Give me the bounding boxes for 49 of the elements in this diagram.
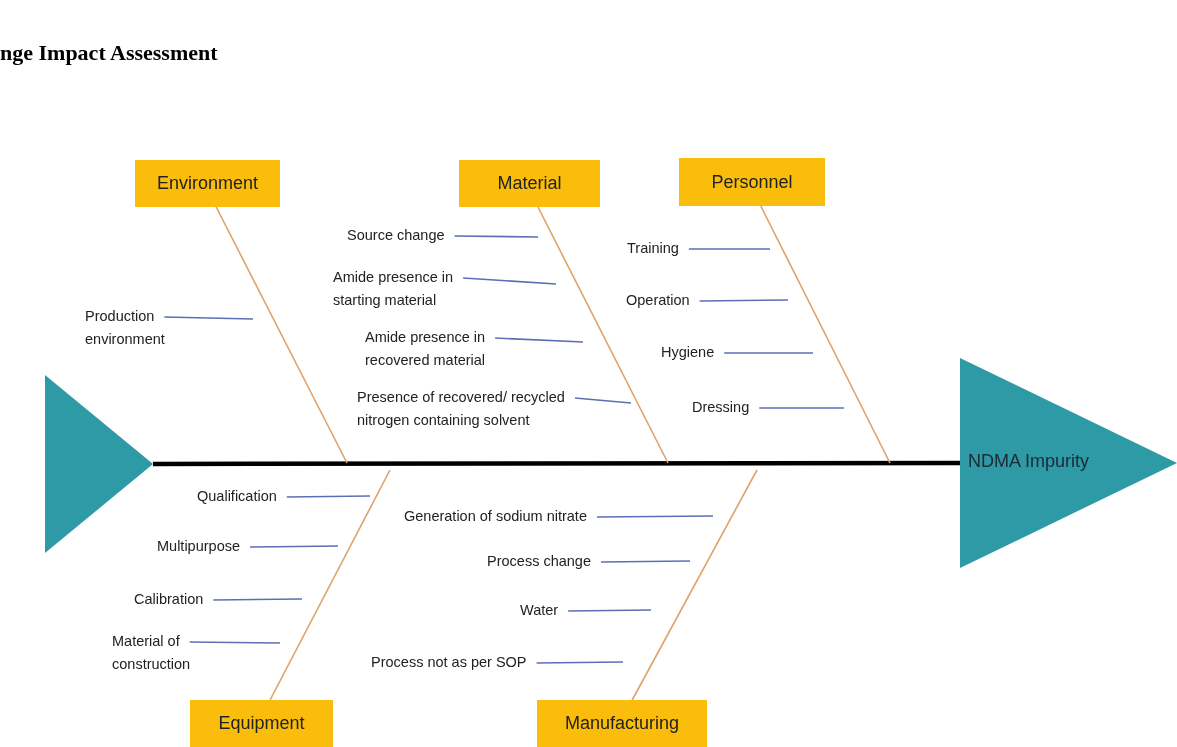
cause-label: Generation of sodium nitrate	[404, 505, 619, 528]
category-box: Material	[459, 160, 600, 207]
bone-line	[631, 469, 758, 701]
branch-line	[494, 337, 584, 343]
branch-line	[596, 515, 714, 518]
branch-line	[574, 397, 632, 404]
branch-line	[698, 299, 789, 302]
cause-label: Dressing	[692, 396, 772, 419]
branch-line	[723, 352, 814, 354]
bone-line	[215, 206, 348, 464]
branch-line	[688, 248, 771, 250]
branch-line	[567, 609, 652, 612]
branch-line	[535, 661, 624, 664]
effect-label: NDMA Impurity	[968, 451, 1090, 472]
branch-line	[249, 545, 339, 548]
cause-label: Calibration	[134, 588, 229, 611]
branch-line	[462, 277, 557, 285]
cause-label: Water	[520, 599, 575, 622]
category-box: Manufacturing	[537, 700, 707, 747]
cause-label: Training	[627, 237, 702, 260]
bone-line	[759, 205, 891, 464]
cause-label: Hygiene	[661, 341, 741, 364]
cause-label: Process not as per SOP	[371, 651, 551, 674]
category-box: Equipment	[190, 700, 333, 747]
branch-line	[163, 316, 254, 320]
branch-line	[758, 407, 845, 409]
diagram-title: nge Impact Assessment	[0, 40, 218, 66]
cause-label: Amide presence in starting material	[333, 266, 493, 312]
tail-triangle	[45, 375, 153, 553]
cause-label: Operation	[626, 289, 721, 312]
effect-head	[960, 358, 1177, 568]
category-box: Environment	[135, 160, 280, 207]
bone-line	[269, 469, 391, 701]
branch-line	[600, 560, 691, 563]
spine-line	[153, 460, 960, 467]
cause-label: Process change	[487, 550, 612, 573]
branch-line	[453, 235, 539, 238]
bone-line	[537, 206, 669, 464]
cause-label: Production environment	[85, 305, 190, 351]
branch-line	[286, 495, 371, 498]
branch-line	[188, 641, 281, 644]
cause-label: Qualification	[197, 485, 302, 508]
cause-label: Amide presence in recovered material	[365, 326, 520, 372]
cause-label: Presence of recovered/ recycled nitrogen containing solvent	[357, 386, 572, 432]
cause-label: Source change	[347, 224, 472, 247]
branch-line	[212, 598, 303, 601]
category-box: Personnel	[679, 158, 825, 206]
cause-label: Multipurpose	[157, 535, 272, 558]
cause-label: Material of construction	[112, 630, 217, 676]
